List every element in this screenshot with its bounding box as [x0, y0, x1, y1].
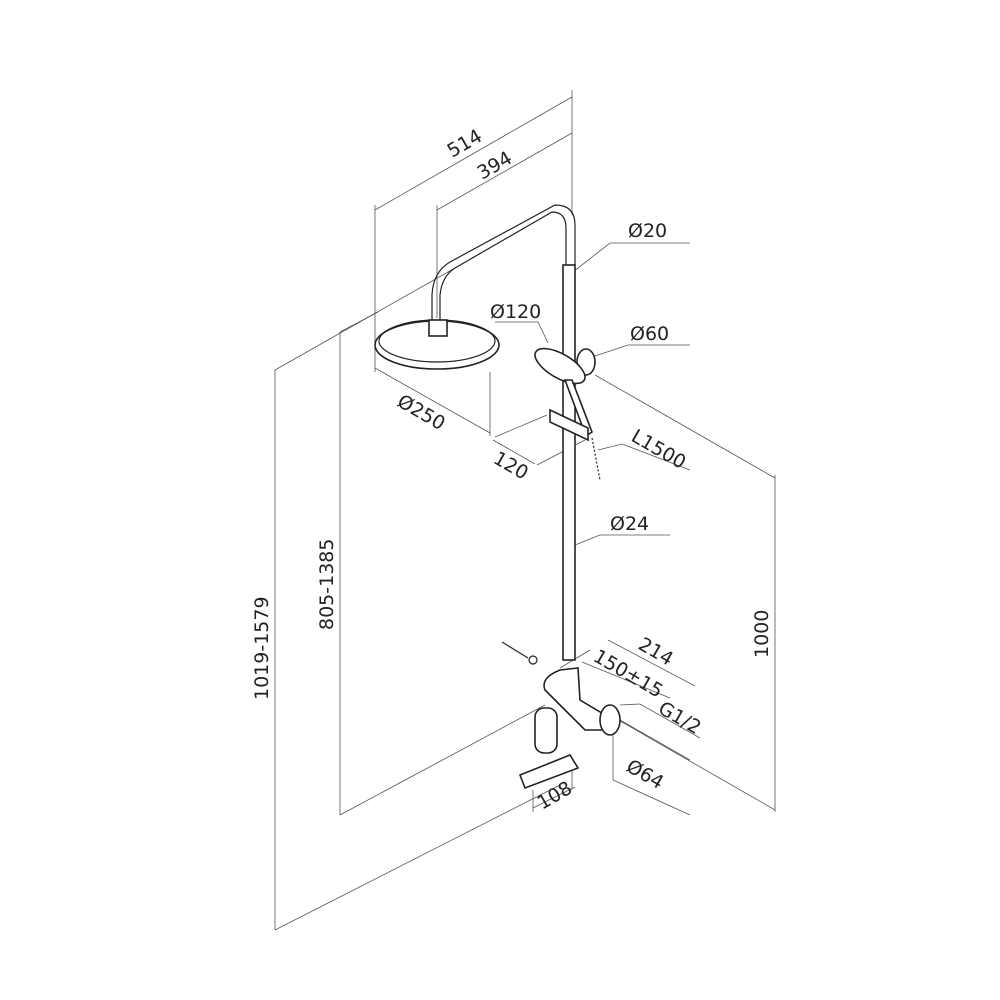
- label-head-offset: 120: [490, 447, 532, 484]
- slider-bracket: [549, 408, 589, 442]
- wall-flange: [599, 704, 621, 736]
- head-connector: [428, 319, 448, 337]
- label-hose-length: L1500: [628, 425, 690, 474]
- label-holder-diameter: Ø60: [630, 323, 669, 345]
- label-flange-diameter: Ø64: [623, 755, 668, 794]
- label-handshower-diameter: Ø120: [490, 301, 541, 323]
- label-main-pipe-diameter: Ø24: [610, 513, 649, 535]
- label-rail-height: 1000: [751, 610, 773, 658]
- hand-shower-handle: [563, 379, 593, 438]
- main-pipe: [562, 264, 576, 661]
- mixer-handle: [534, 707, 558, 754]
- shower-column: [374, 204, 621, 790]
- dimension-lines: [274, 90, 776, 931]
- label-thread: G1/2: [655, 697, 705, 739]
- label-mixer-height-range: 805-1385: [316, 539, 338, 630]
- label-head-diameter: Ø250: [394, 390, 449, 435]
- label-total-width: 514: [444, 125, 486, 162]
- label-arm-length: 394: [474, 147, 516, 184]
- label-upper-pipe-diameter: Ø20: [628, 220, 667, 242]
- label-total-height-range: 1019-1579: [251, 596, 273, 700]
- hand-shower-head: [534, 347, 586, 385]
- spout: [518, 754, 580, 790]
